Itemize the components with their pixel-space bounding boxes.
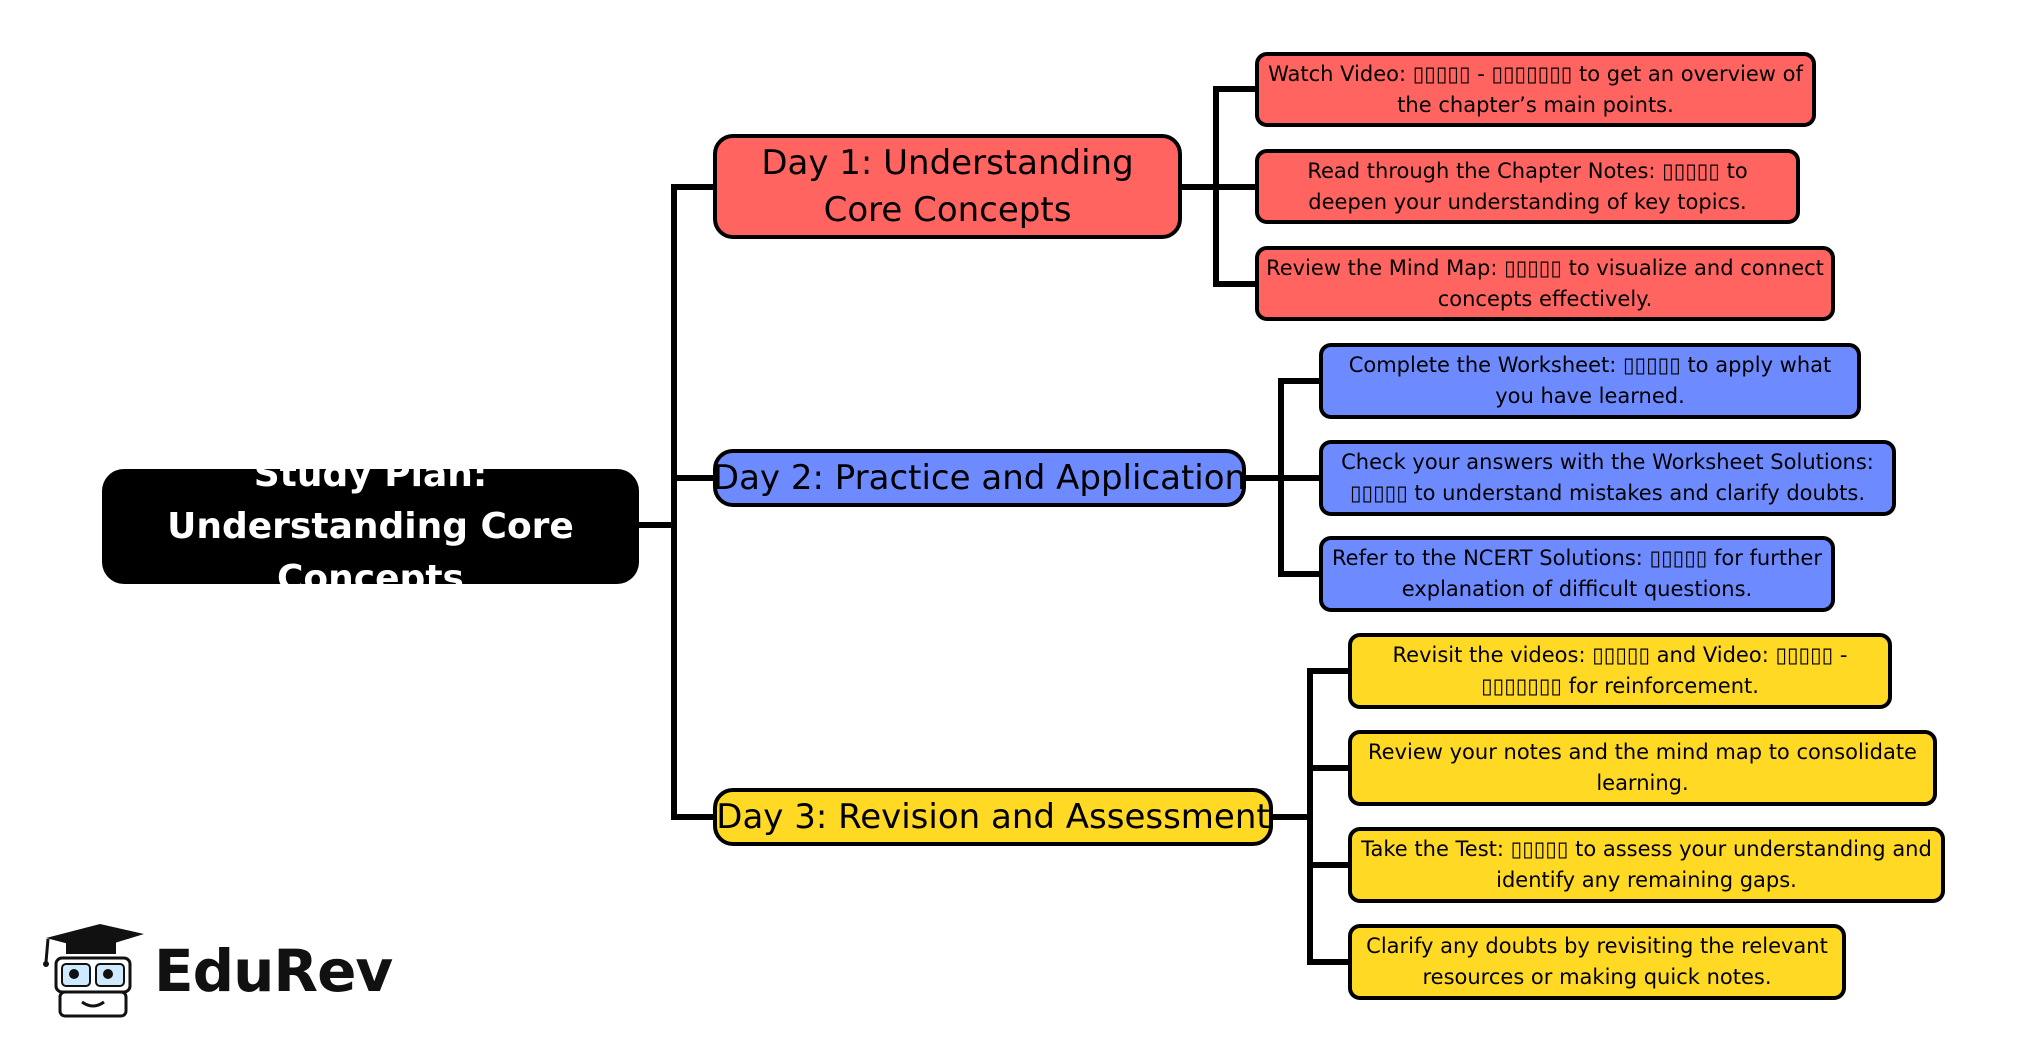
task-text: Read through the Chapter Notes: ▯▯▯▯▯ to… bbox=[1307, 158, 1748, 214]
task-text: Review your notes and the mind map to co… bbox=[1368, 740, 1917, 795]
graduation-mascot-icon bbox=[43, 924, 144, 1018]
day-1-task-2: Read through the Chapter Notes: ▯▯▯▯▯ to… bbox=[1255, 149, 1800, 224]
day1-connector bbox=[1179, 86, 1258, 287]
task-text: Take the Test: ▯▯▯▯▯ to assess your unde… bbox=[1361, 837, 1932, 892]
day-2-task-2: Check your answers with the Worksheet So… bbox=[1319, 440, 1896, 516]
root-connector bbox=[636, 184, 716, 820]
day-1-label: Day 1: Understanding Core Concepts bbox=[761, 142, 1134, 230]
day-1-task-3: Review the Mind Map: ▯▯▯▯▯ to visualize … bbox=[1255, 246, 1835, 321]
task-text: Complete the Worksheet: ▯▯▯▯▯ to apply w… bbox=[1348, 353, 1832, 408]
day-1-node: Day 1: Understanding Core Concepts bbox=[713, 134, 1182, 239]
day3-connector bbox=[1270, 668, 1351, 965]
root-node: Study Plan: Understanding Core Concepts bbox=[102, 454, 639, 599]
day-2-node: Day 2: Practice and Application bbox=[713, 449, 1246, 507]
edurev-logo[interactable]: EduRev bbox=[38, 918, 398, 1018]
day-3-node: Day 3: Revision and Assessment bbox=[713, 788, 1273, 846]
task-text: Clarify any doubts by revisiting the rel… bbox=[1366, 934, 1828, 989]
task-text: Refer to the NCERT Solutions: ▯▯▯▯▯ for … bbox=[1332, 546, 1822, 601]
day-3-task-3: Take the Test: ▯▯▯▯▯ to assess your unde… bbox=[1348, 827, 1945, 903]
task-text: Review the Mind Map: ▯▯▯▯▯ to visualize … bbox=[1266, 255, 1824, 311]
task-text: Check your answers with the Worksheet So… bbox=[1341, 450, 1874, 505]
task-text: Revisit the videos: ▯▯▯▯▯ and Video: ▯▯▯… bbox=[1392, 643, 1848, 698]
logo-text: EduRev bbox=[154, 937, 393, 1005]
day-3-label: Day 3: Revision and Assessment bbox=[716, 796, 1270, 837]
day-3-task-2: Review your notes and the mind map to co… bbox=[1348, 730, 1937, 806]
day-2-label: Day 2: Practice and Application bbox=[712, 457, 1247, 498]
day-3-task-1: Revisit the videos: ▯▯▯▯▯ and Video: ▯▯▯… bbox=[1348, 633, 1892, 709]
day-2-task-3: Refer to the NCERT Solutions: ▯▯▯▯▯ for … bbox=[1319, 536, 1835, 612]
day-2-task-1: Complete the Worksheet: ▯▯▯▯▯ to apply w… bbox=[1319, 343, 1861, 419]
day2-connector bbox=[1243, 378, 1322, 577]
task-text: Watch Video: ▯▯▯▯▯ - ▯▯▯▯▯▯▯ to get an o… bbox=[1268, 61, 1803, 117]
day-1-task-1: Watch Video: ▯▯▯▯▯ - ▯▯▯▯▯▯▯ to get an o… bbox=[1255, 52, 1816, 127]
root-title: Study Plan: Understanding Core Concepts bbox=[167, 453, 574, 599]
day-3-task-4: Clarify any doubts by revisiting the rel… bbox=[1348, 924, 1846, 1000]
